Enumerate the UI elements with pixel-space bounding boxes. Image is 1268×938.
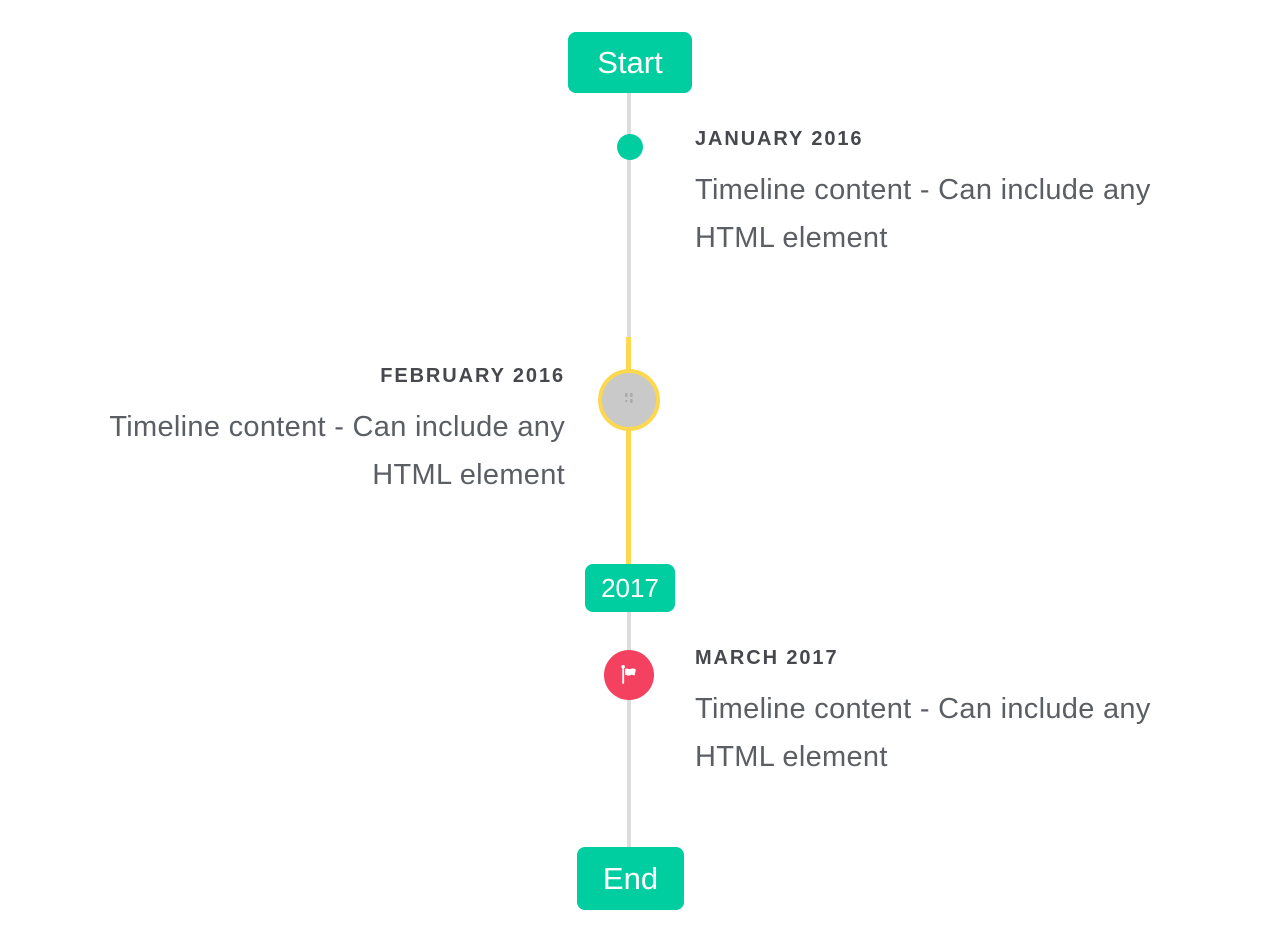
timeline-year-badge: 2017 <box>585 564 675 612</box>
timeline-end-badge: End <box>577 847 684 910</box>
timeline-line-highlight-segment <box>626 337 631 565</box>
timeline-start-badge: Start <box>568 32 692 93</box>
timeline-entry-january: JANUARY 2016 Timeline content - Can incl… <box>695 126 1200 262</box>
entry-date: JANUARY 2016 <box>695 128 864 150</box>
entry-content: Timeline content - Can include any HTML … <box>109 411 565 491</box>
timeline-marker-march[interactable] <box>604 650 654 700</box>
entry-content: Timeline content - Can include any HTML … <box>695 693 1151 773</box>
entry-date: MARCH 2017 <box>695 647 839 669</box>
timeline-entry-march: MARCH 2017 Timeline content - Can includ… <box>695 645 1200 781</box>
entry-content: Timeline content - Can include any HTML … <box>695 174 1151 254</box>
flag-icon <box>616 662 642 688</box>
timeline-marker-february[interactable] <box>598 369 660 431</box>
broken-image-icon <box>621 391 637 410</box>
timeline-marker-january[interactable] <box>617 134 643 160</box>
timeline-entry-february: FEBRUARY 2016 Timeline content - Can inc… <box>60 363 565 499</box>
entry-date: FEBRUARY 2016 <box>380 365 565 387</box>
